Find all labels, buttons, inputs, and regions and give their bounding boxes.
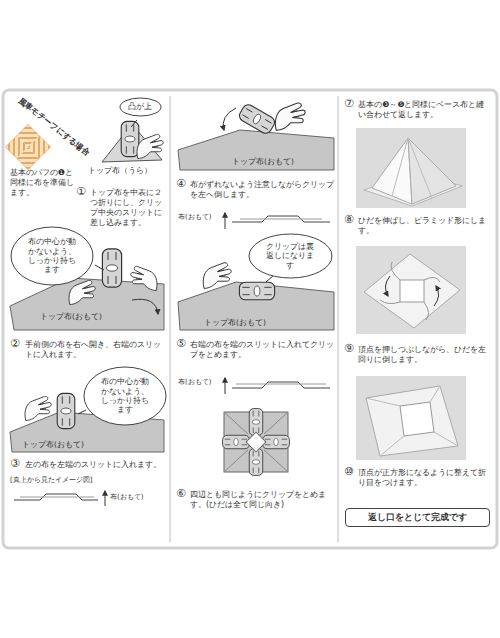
part-label: トップ布(おもて): [22, 440, 84, 449]
step10-photo: [356, 376, 466, 460]
instruction-text: 頂点が正方形になるように整えて折り目をつけます。: [358, 468, 492, 488]
callout-text: 布の中心が動かないよう、しっかり持ちます: [26, 237, 79, 275]
column-divider: [338, 96, 339, 542]
fabric-swatch: [5, 124, 50, 169]
part-label: 布(おもて): [110, 493, 143, 502]
callout-bubble: 布の中心が動かないよう、しっかり持ちます: [83, 366, 167, 426]
bubble-ellipse: [11, 227, 93, 285]
step9-photo: [356, 246, 466, 334]
instruction-text: ひだを伸ばし、ピラミッド形にします。: [358, 216, 492, 236]
part-label: 布(おもて): [178, 213, 211, 222]
step-number: ①: [76, 186, 86, 198]
bubble-ellipse: [84, 367, 166, 425]
step-number: ⑩: [344, 466, 354, 478]
leader-line: [95, 265, 104, 270]
callout-text: 布の中心が動かないよう、しっかり持ちます: [99, 377, 152, 415]
leader-line: [78, 410, 86, 414]
step-number: ⑨: [344, 343, 354, 355]
leader-line: [131, 120, 137, 127]
callout-text: 凸が上: [128, 102, 152, 111]
instruction-text: トップ布を中表に２つ折りにし、クリップ中央のスリットに差し込みます。: [90, 188, 166, 228]
instruction-text: 頂点を押しつぶしながら、ひだを左回りに倒します。: [358, 345, 492, 365]
part-label: トップ布(おもて): [232, 157, 294, 166]
part-label: 布(おもて): [178, 378, 211, 387]
instruction-text: 左の布を左端のスリットに入れます。: [25, 460, 165, 470]
part-label: トップ布(おもて): [40, 312, 102, 321]
part-label: トップ布（うら）: [88, 166, 152, 175]
part-label: [真上から見たイメージ図]: [10, 476, 92, 485]
instruction-text: 布がずれないよう注意しながらクリップを左へ倒します。: [190, 180, 334, 200]
part-label: トップ布(おもて): [204, 318, 266, 327]
step-number: ⑦: [344, 98, 354, 110]
panel-frame: [3, 90, 497, 548]
step8-photo: [356, 128, 466, 208]
instruction-text: 手前側の布を右へ開き、右端のスリットに入れます。: [25, 340, 165, 360]
step-number: ③: [10, 458, 20, 470]
column-divider: [170, 96, 171, 542]
instruction-text: 右端の布を端のスリットに入れてクリップをとめます。: [190, 340, 334, 360]
callout-bubble: クリップは裏返しになります: [248, 233, 333, 279]
step-number: ⑧: [344, 214, 354, 226]
step5-illustration: [178, 263, 334, 394]
step6-illustration: [223, 409, 290, 476]
step-number: ⑥: [176, 488, 186, 500]
step-number: ⑤: [176, 338, 186, 350]
bubble-ellipse: [249, 234, 332, 278]
step4-illustration: [178, 103, 334, 229]
callout-bubble: 布の中心が動かないよう、しっかり持ちます: [10, 226, 94, 286]
instruction-text: 基本の❸～❺と同様にベース布と縫い合わせて返します。: [358, 100, 492, 120]
step-number: ④: [176, 178, 186, 190]
callout-text: クリップは裏返しになります: [263, 242, 317, 270]
step-number: ②: [10, 338, 20, 350]
result-box: 返し口をとじて完成です: [345, 508, 490, 527]
step1-illustration: [102, 120, 163, 162]
result-text: 返し口をとじて完成です: [351, 512, 484, 523]
bubble-ellipse: [120, 98, 161, 116]
instruction-text: 四辺とも同じようにクリップをとめます。(ひだは全て同じ向き): [190, 490, 334, 510]
callout-bubble: 凸が上: [119, 97, 162, 117]
instruction-text: 基本のパフの❶と同様に布を準備します。: [10, 168, 80, 198]
